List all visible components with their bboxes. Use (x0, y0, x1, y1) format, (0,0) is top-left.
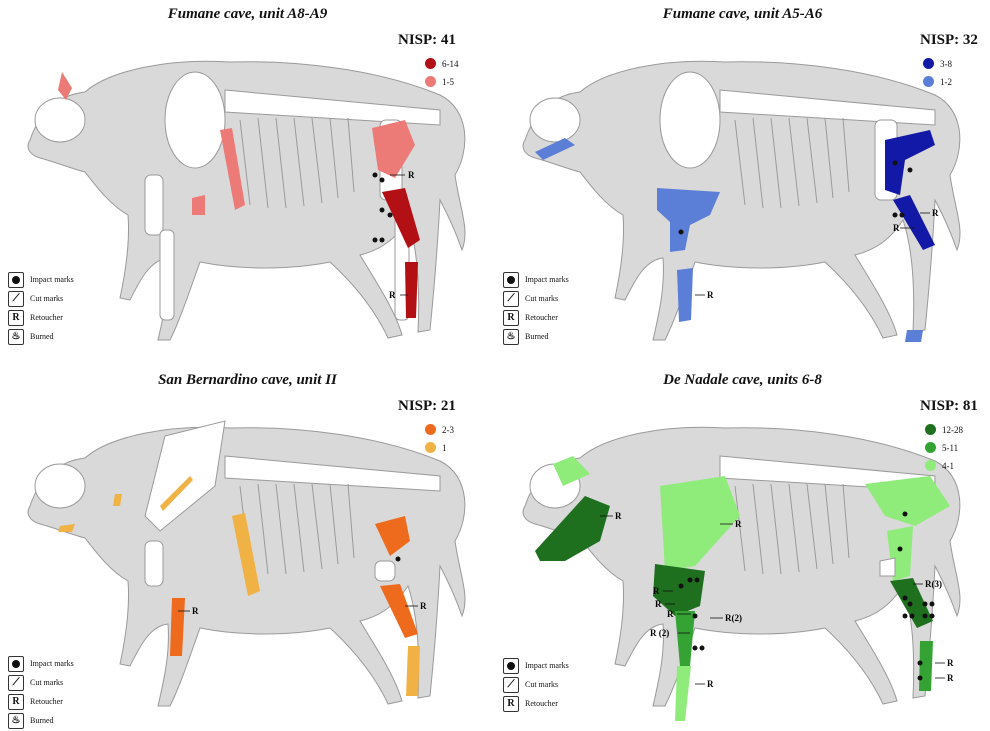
impact-marks (396, 557, 401, 562)
key-impact-marks: Impact marks (8, 270, 74, 289)
retoucher-annotation: R (408, 170, 415, 180)
legend-item-low: 1-5 (425, 76, 454, 87)
panel-title: Fumane cave, unit A5-A6 (495, 6, 990, 23)
panel-title: De Nadale cave, units 6-8 (495, 372, 990, 389)
phalanx-bone (905, 330, 923, 342)
retoucher-annotation: R (420, 601, 427, 611)
bison-skeleton-diagram: R R R R R R(2) R (2) R R(3) R R (495, 366, 990, 731)
humerus-bone (192, 195, 205, 215)
retoucher-annotation: R (932, 208, 939, 218)
legend-item-low: 1 (425, 442, 447, 453)
legend-item-high: 12-28 (925, 424, 963, 435)
patella-bone (880, 558, 895, 576)
flame-icon: ♨ (8, 713, 24, 729)
panel-title: San Bernardino cave, unit II (0, 372, 495, 389)
nisp-count: NISP: 81 (920, 398, 978, 415)
panel-san-bernardino-ii: R R San Bernardino cave, unit II NISP: 2… (0, 366, 495, 731)
bison-skeleton-diagram: R R R (495, 0, 990, 365)
legend-swatch-icon (425, 58, 436, 69)
retoucher-icon: R (8, 694, 24, 710)
nisp-count: NISP: 32 (920, 32, 978, 49)
legend-item-low: 4-1 (925, 460, 954, 471)
legend-item-low: 1-2 (923, 76, 952, 87)
panel-fumane-a5-a6: R R R Fumane cave, unit A5-A6 NISP: 32 3… (495, 0, 990, 365)
nisp-count: NISP: 41 (398, 32, 456, 49)
metatarsal-bone (406, 646, 420, 696)
bison-skeleton-diagram: R R (0, 366, 495, 731)
cut-mark-icon: ⟋ (8, 675, 24, 691)
key-cut-marks: ⟋Cut marks (503, 675, 569, 694)
panel-fumane-a8-a9: R R Fumane cave, unit A8-A9 NISP: 41 6-1… (0, 0, 495, 365)
bison-skeleton-diagram: R R (0, 0, 495, 365)
legend-swatch-icon (425, 424, 436, 435)
legend-swatch-icon (425, 76, 436, 87)
legend-swatch-icon (925, 442, 936, 453)
impact-mark-icon (503, 658, 519, 674)
legend-swatch-icon (425, 442, 436, 453)
panel-title: Fumane cave, unit A8-A9 (0, 6, 495, 23)
retoucher-annotation: R (707, 679, 714, 689)
retoucher-annotation: R (947, 658, 954, 668)
retoucher-annotation: R (192, 606, 199, 616)
impact-mark-icon (8, 656, 24, 672)
cut-mark-icon: ⟋ (503, 291, 519, 307)
key-impact-marks: Impact marks (8, 654, 74, 673)
cut-mark-icon: ⟋ (503, 677, 519, 693)
retoucher-annotation: R (947, 673, 954, 683)
key-burned: ♨Burned (8, 327, 74, 346)
panel-de-nadale-6-8: R R R R R R(2) R (2) R R(3) R R De Nadal… (495, 366, 990, 731)
legend-item-high: 2-3 (425, 424, 454, 435)
retoucher-annotation: R (667, 609, 674, 619)
retoucher-annotation: R (655, 599, 662, 609)
legend-item-high: 3-8 (923, 58, 952, 69)
flame-icon: ♨ (503, 329, 519, 345)
legend-swatch-icon (925, 460, 936, 471)
retoucher-annotation: R (653, 586, 660, 596)
key-burned: ♨Burned (503, 327, 569, 346)
impact-mark-icon (503, 272, 519, 288)
retoucher-annotation: R (2) (650, 628, 669, 638)
metatarsal-bone (405, 262, 418, 318)
metatarsal-bone (919, 641, 933, 691)
metacarpal-bone (675, 666, 691, 721)
legend-swatch-icon (925, 424, 936, 435)
retoucher-annotation: R (893, 223, 900, 233)
retoucher-annotation: R(2) (725, 613, 742, 623)
retoucher-annotation: R (735, 519, 742, 529)
nisp-count: NISP: 21 (398, 398, 456, 415)
key-cut-marks: ⟋Cut marks (503, 289, 569, 308)
cut-mark-icon: ⟋ (8, 291, 24, 307)
retoucher-annotation: R (615, 511, 622, 521)
key-impact-marks: Impact marks (503, 270, 569, 289)
retoucher-icon: R (8, 310, 24, 326)
retoucher-annotation: R (389, 290, 396, 300)
retoucher-icon: R (503, 696, 519, 712)
symbol-key: Impact marks ⟋Cut marks RRetoucher ♨Burn… (8, 270, 74, 346)
impact-mark-icon (8, 272, 24, 288)
key-cut-marks: ⟋Cut marks (8, 289, 74, 308)
retoucher-annotation: R(3) (925, 579, 942, 589)
retoucher-annotation: R (707, 290, 714, 300)
legend-swatch-icon (923, 76, 934, 87)
radius-bone (677, 268, 693, 322)
key-cut-marks: ⟋Cut marks (8, 673, 74, 692)
legend-item-high: 6-14 (425, 58, 459, 69)
flame-icon: ♨ (8, 329, 24, 345)
key-impact-marks: Impact marks (503, 656, 569, 675)
legend-item-mid: 5-11 (925, 442, 958, 453)
legend-swatch-icon (923, 58, 934, 69)
key-burned: ♨Burned (8, 711, 74, 730)
retoucher-icon: R (503, 310, 519, 326)
